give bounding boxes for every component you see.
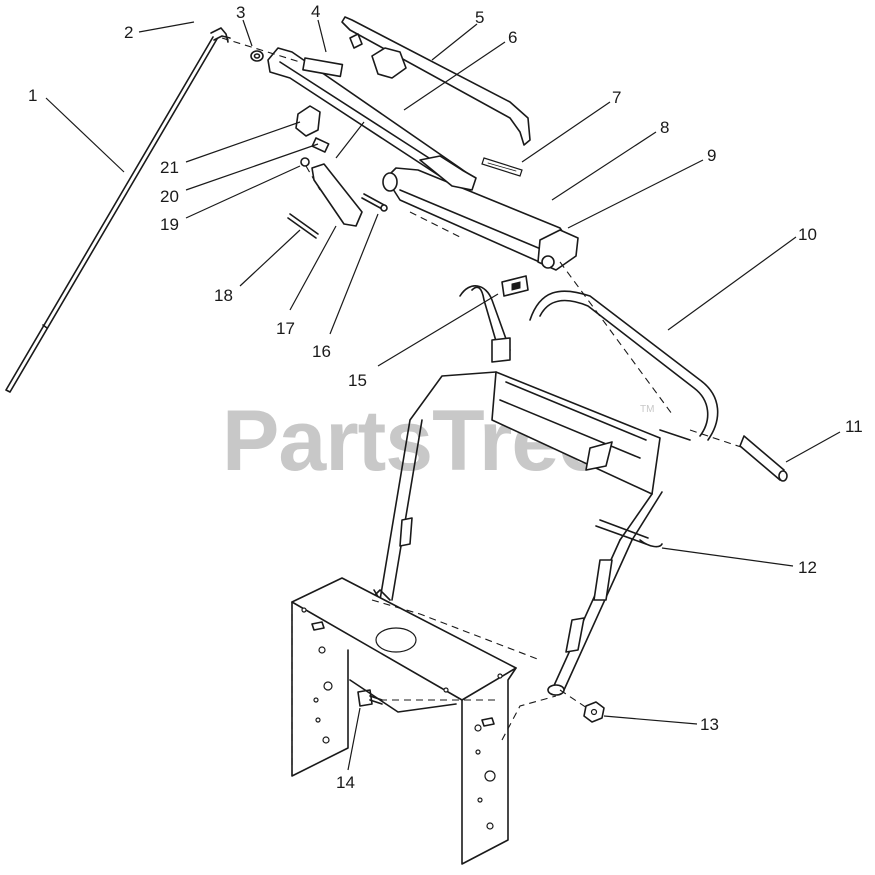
callout-12: 12 (798, 558, 817, 577)
callout-11: 11 (845, 417, 863, 436)
part-9-pivot[interactable] (537, 229, 579, 271)
part-7-decal (481, 157, 523, 177)
part-18-washer[interactable] (287, 213, 319, 239)
callout-13: 13 (700, 715, 719, 734)
leader-lines (45, 19, 841, 771)
part-19-nut[interactable] (300, 157, 310, 167)
callout-14: 14 (336, 773, 355, 792)
callout-7: 7 (612, 88, 621, 107)
lower-frame (291, 577, 517, 865)
watermark-trademark: TM (640, 404, 654, 415)
part-16-pin[interactable] (361, 193, 388, 212)
part-3-bushing[interactable] (250, 50, 264, 62)
callout-8: 8 (660, 118, 669, 137)
callout-1: 1 (28, 86, 37, 105)
part-21-fitting[interactable] (295, 105, 321, 137)
assembly-lines (221, 37, 745, 776)
part-2-clip[interactable] (210, 27, 231, 43)
callout-2: 2 (124, 23, 133, 42)
callout-3: 3 (236, 3, 245, 22)
part-12-clip[interactable] (595, 519, 663, 548)
callout-19: 19 (160, 215, 179, 234)
part-11-pin[interactable] (739, 435, 788, 482)
callout-21: 21 (160, 158, 179, 177)
part-6-control-bar[interactable] (267, 47, 475, 191)
callout-6: 6 (508, 28, 517, 47)
part-5-bail[interactable] (341, 16, 531, 146)
callout-5: 5 (475, 8, 484, 27)
callout-20: 20 (160, 187, 179, 206)
callout-4: 4 (311, 2, 320, 21)
part-17-lever-arm[interactable] (311, 163, 363, 227)
part-13-nut[interactable] (583, 701, 605, 723)
callout-17: 17 (276, 319, 295, 338)
callout-10: 10 (798, 225, 817, 244)
callout-9: 9 (707, 146, 716, 165)
callout-18: 18 (214, 286, 233, 305)
part-4-decal (302, 57, 344, 78)
callout-labels: 1 2 3 4 5 6 7 8 9 10 11 12 13 14 15 16 1… (28, 2, 863, 792)
part-10-handle[interactable] (369, 285, 719, 696)
part-8-tube[interactable] (382, 155, 569, 265)
part-1-rod[interactable] (5, 36, 218, 393)
callout-16: 16 (312, 342, 331, 361)
callout-15: 15 (348, 371, 367, 390)
part-15-bracket[interactable] (501, 275, 529, 297)
part-20-fitting[interactable] (311, 137, 330, 153)
